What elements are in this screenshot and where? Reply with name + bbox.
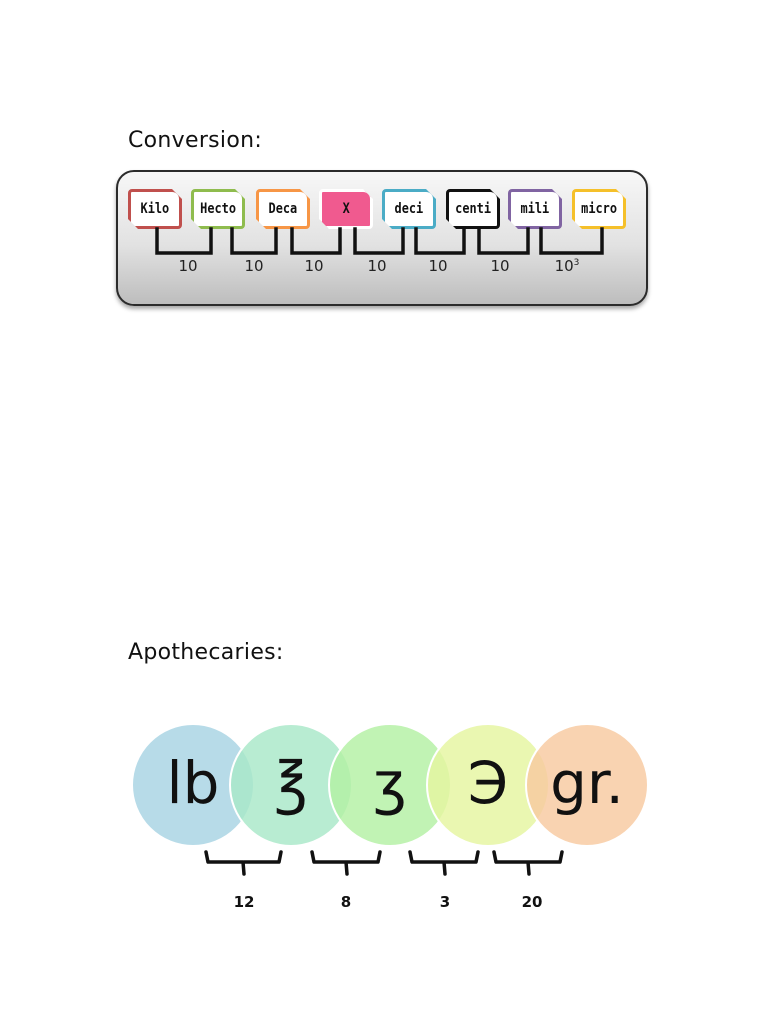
symbol-ounce: ℥ [274,749,308,817]
apoth-bracket-4 [492,850,564,876]
apoth-factor-4: 20 [521,893,543,911]
unit-label: Hecto [200,201,236,217]
unit-label: Kilo [140,201,170,217]
apoth-factor-3: 3 [439,893,451,911]
apoth-factor-1: 12 [233,893,255,911]
apoth-bracket-1 [204,850,283,876]
apoth-bracket-2 [310,850,382,876]
unit-label: mili [520,201,550,217]
bracket-2 [230,227,278,255]
bracket-3 [290,227,342,255]
symbol-scruple: Э [467,749,509,817]
symbol-pound: lb [166,749,220,817]
symbol-dram: ʒ [373,749,407,817]
factor-2: 10 [244,257,264,275]
bracket-6 [477,227,530,255]
conversion-brackets [155,227,604,255]
unit-tag-base: X [319,189,373,229]
unit-label: X [342,201,350,217]
bracket-1 [155,227,213,255]
unit-tag-centi: centi [446,189,500,229]
bracket-5 [414,227,466,255]
conversion-title: Conversion: [128,128,263,153]
unit-tag-kilo: Kilo [128,189,182,229]
unit-tag-hecto: Hecto [191,189,245,229]
unit-label: micro [581,201,617,217]
factor-4: 10 [367,257,387,275]
bracket-4 [353,227,405,255]
symbol-grain: gr. [550,749,624,817]
apoth-bracket-3 [408,850,480,876]
factor-5: 10 [428,257,448,275]
unit-tag-deci: deci [382,189,436,229]
unit-label: deci [394,201,424,217]
unit-tag-deca: Deca [256,189,310,229]
apoth-factor-2: 8 [340,893,352,911]
unit-tag-mili: mili [508,189,562,229]
bracket-7 [539,227,604,255]
factor-3: 10 [304,257,324,275]
apothecaries-title: Apothecaries: [128,640,284,665]
unit-tag-micro: micro [572,189,626,229]
unit-label: centi [455,201,491,217]
circle-grain [525,723,649,847]
unit-label: Deca [268,201,298,217]
factor-1: 10 [178,257,198,275]
factor-6: 10 [490,257,510,275]
factor-7: 103 [554,257,580,275]
